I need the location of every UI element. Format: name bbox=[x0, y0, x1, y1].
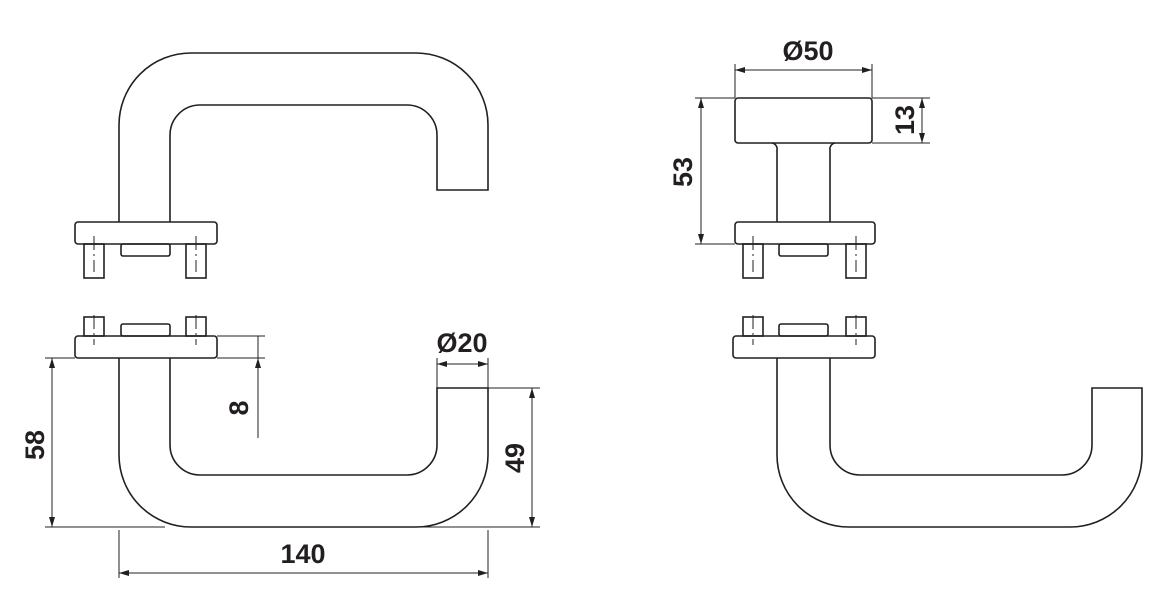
spindle-slot bbox=[120, 323, 171, 337]
knob-side-view: Ø50 53 13 bbox=[668, 36, 930, 279]
dim-projection: 58 bbox=[20, 430, 50, 460]
rose-plate bbox=[732, 335, 876, 359]
lever-front-view: 140 58 49 8 Ø20 bbox=[20, 315, 540, 578]
dim-drop: 49 bbox=[500, 443, 530, 473]
dim-knob-height: 13 bbox=[890, 105, 920, 135]
lever-outline bbox=[776, 358, 1143, 528]
dim-knob-total-height: 53 bbox=[668, 157, 698, 187]
dim-length: 140 bbox=[280, 539, 325, 569]
spindle-slot bbox=[120, 243, 171, 257]
knob-stem bbox=[771, 142, 836, 222]
knob-disc bbox=[734, 97, 873, 144]
spindle-slot bbox=[778, 243, 829, 257]
spindle-slot bbox=[778, 323, 829, 337]
dim-bar-diameter: Ø20 bbox=[436, 328, 487, 358]
rose-plate bbox=[734, 221, 876, 245]
dim-knob-diameter: Ø50 bbox=[782, 36, 833, 66]
lever-front-view-right bbox=[732, 315, 1143, 528]
lever-top-view bbox=[74, 52, 489, 279]
lever-outline bbox=[118, 358, 489, 528]
lever-outline bbox=[118, 52, 489, 222]
dim-rose-thickness: 8 bbox=[224, 400, 254, 415]
